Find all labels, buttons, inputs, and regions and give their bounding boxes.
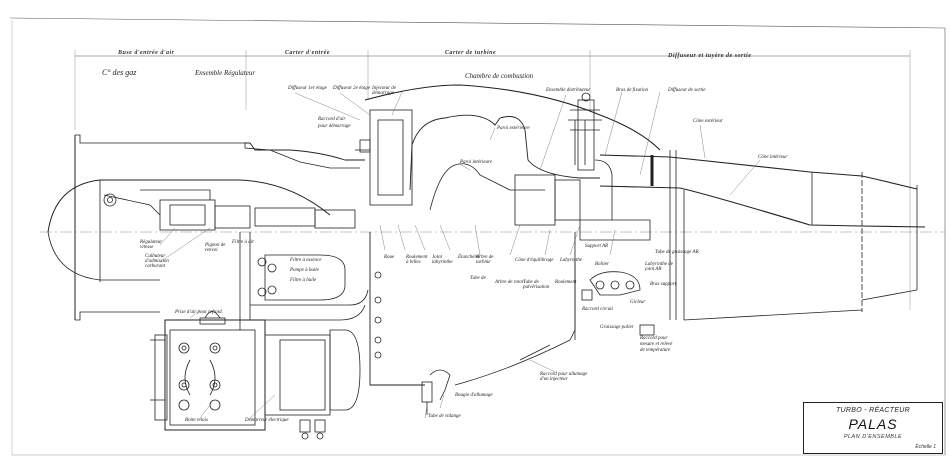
label-idler-gear: Pignon de renvoi: [205, 243, 226, 253]
label-mounting-arm: Bras de fixation: [616, 88, 648, 93]
spark-plug: [429, 369, 451, 401]
label-cg-gaz: C° des gaz: [102, 68, 137, 77]
label-labyrinth-seal: Joint labyrinthe: [432, 255, 453, 265]
label-combustion-chamber: Chambre de combustion: [465, 72, 534, 80]
label-air-filter: Filtre à air: [232, 240, 255, 245]
label-housing: Boîtier: [595, 262, 609, 267]
label-oil-pump: Pompe à huile: [290, 268, 319, 273]
compressor-wheel: [369, 109, 413, 206]
regulator-body: [159, 199, 216, 231]
label-rotor-shaft: Arbre de rotor: [495, 280, 524, 285]
label-support-arm: Bras support: [650, 282, 676, 287]
title-line-1: TURBO - RÉACTEUR: [835, 407, 911, 414]
title-scale: Échelle 1: [915, 444, 936, 450]
label-fuel-filter-a: Filtre à essence: [290, 258, 322, 263]
label-oil-filter: Filtre à huile: [290, 278, 317, 283]
label-sealing: Étanchéité: [458, 255, 480, 260]
label-ball-bearing: Roulement à billes: [406, 255, 428, 265]
label-labyrinth: Labyrinthe: [560, 258, 582, 263]
label-inner-wall: Paroi intérieure: [460, 160, 492, 165]
section-entry-casing: Carter d'entrée: [285, 50, 330, 56]
label-rear-support: Support AR: [585, 244, 609, 249]
section-turbine-casing: Carter de turbine: [445, 50, 497, 56]
entry-casing: [245, 142, 365, 161]
outer-combustion-casing: [364, 84, 661, 151]
label-fuel-rocker: Culbuteur d'admission carburant: [145, 254, 169, 269]
label-turbine-shaft: Arbre de turbine: [476, 255, 494, 265]
lower-gearbox-housing: [369, 232, 425, 386]
label-jet: Gicleur: [630, 300, 646, 305]
label-outer-wall: Paroi extérieure: [497, 126, 530, 131]
frame-top: [9, 17, 946, 29]
label-diffuser-2: Diffuseur 2e étage: [333, 86, 370, 91]
section-air-intake: Buse d'entrée d'air: [118, 50, 175, 56]
starter-motor-body: [264, 334, 331, 416]
label-temp-fitting: Raccord pour mesure et relevé de tempéra…: [640, 336, 673, 353]
label-tube: Tube de: [470, 276, 486, 281]
label-cooling-air: Prise d'air pour refroid.: [175, 310, 223, 315]
label-relay-box: Boite relais: [185, 418, 209, 423]
label-injector: Injecteur de démarrage: [372, 86, 397, 96]
label-outer-cone: Cône extérieur: [693, 119, 723, 124]
title-line-3: PLAN D'ENSEMBLE: [843, 434, 903, 440]
intake-cone: [47, 179, 331, 233]
label-speed-regulator: Régulateur vitesse: [140, 240, 163, 250]
label-bearing: Roulement: [555, 280, 577, 285]
label-balance-cone: Cône d'équilibrage: [515, 258, 554, 263]
label-ignition-fitting: Raccord pour allumage d'un injecteur: [540, 372, 588, 382]
label-spray-tube: Tube de pulvérisation: [523, 280, 550, 290]
label-circuit-fitting: Raccord circuit: [582, 307, 613, 312]
label-start-air-fitting: Raccord d'air pour démarrage: [318, 117, 351, 129]
distributor-strut: [577, 99, 595, 171]
label-drain-tube: Tube de vidange: [428, 414, 461, 419]
starter-motor-end: [329, 329, 361, 411]
title-block: TURBO - RÉACTEUR PALAS PLAN D'ENSEMBLE É…: [803, 402, 943, 454]
label-diffuser-1: Diffuseur 1er étage: [288, 86, 327, 91]
title-name: PALAS: [848, 416, 898, 432]
label-spark-plug: Bougie d'allumage: [455, 393, 493, 398]
section-exhaust: Diffuseur et tuyère de sortie: [668, 53, 752, 59]
label-rear-labyrinth: Labyrinthe de joint AR: [645, 262, 673, 272]
oil-pump: [589, 271, 641, 296]
label-inner-cone: Cône intérieur: [758, 155, 788, 160]
fuel-filter: [264, 254, 346, 301]
label-bearing-lube: Graissage palier: [600, 325, 634, 330]
label-exit-diffuser: Diffuseur de sortie: [668, 88, 706, 93]
turbine-disc: [514, 174, 556, 226]
label-rear-oil-tube: Tube de graissage AR: [655, 250, 699, 255]
label-wheel: Roue: [384, 255, 395, 260]
label-electric-starter: Démarreur électrique: [245, 418, 289, 423]
exhaust-inner-cone: [599, 185, 926, 228]
combustion-chamber: [409, 114, 600, 191]
label-regulator-assembly: Ensemble Régulateur: [195, 69, 256, 77]
exhaust-outer-cone: [599, 154, 918, 190]
label-distributor: Ensemble distributeur: [546, 88, 591, 93]
